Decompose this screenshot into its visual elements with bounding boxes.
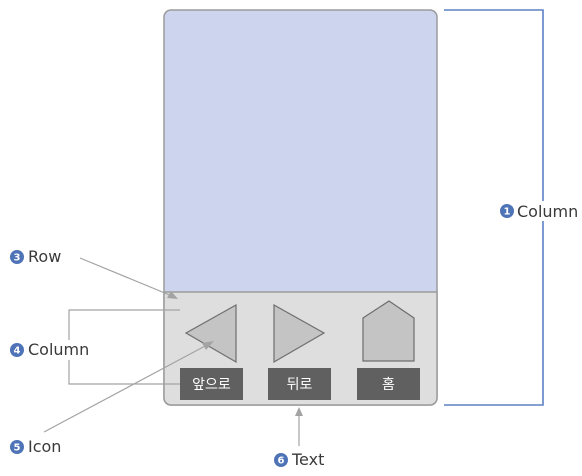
row-leader-line: [79, 257, 173, 297]
nav-icons: [184, 300, 415, 364]
triangle-left-icon[interactable]: [184, 303, 237, 364]
annotation-text: 6 Text: [274, 407, 324, 469]
annotation-column-inner: 4 Column: [8, 309, 180, 385]
annotation-4-label: Column: [28, 340, 89, 359]
badge-6-number: 6: [278, 456, 285, 467]
nav-label-buttons: 앞으로 뒤로 홈: [180, 368, 420, 400]
annotation-1-label-bg: [516, 201, 578, 221]
badge-6: [274, 453, 288, 467]
triangle-right-icon[interactable]: [273, 303, 326, 364]
annotation-row: 3 Row: [10, 247, 178, 299]
annotation-4-label-bg: [8, 340, 94, 360]
annotation-5-label: Icon: [28, 437, 61, 456]
home-text-button[interactable]: 홈: [357, 368, 420, 400]
forward-text-button[interactable]: 앞으로: [180, 368, 243, 400]
badge-1-number: 1: [504, 207, 511, 218]
back-text-button-bg: [268, 368, 331, 400]
text-arrow-head: [295, 407, 303, 416]
forward-text-label: 앞으로: [192, 377, 231, 393]
back-text-label: 뒤로: [287, 377, 313, 393]
home-text-button-bg: [357, 368, 420, 400]
icon-arrow-head: [202, 341, 214, 350]
badge-1: [500, 204, 514, 218]
annotation-6-label: Text: [291, 450, 324, 469]
badge-4-number: 4: [14, 346, 21, 357]
house-icon[interactable]: [362, 300, 415, 362]
badge-3-number: 3: [14, 253, 21, 264]
annotation-column-outer: 1 Column: [444, 9, 578, 406]
icon-leader-line: [43, 344, 208, 433]
back-text-button[interactable]: 뒤로: [268, 368, 331, 400]
annotation-icon: 5 Icon: [10, 341, 214, 456]
badge-5-number: 5: [14, 443, 21, 454]
forward-text-button-bg: [180, 368, 243, 400]
row-arrow-head: [167, 291, 178, 299]
badge-3: [10, 250, 24, 264]
annotation-1-label: Column: [517, 202, 578, 221]
home-text-label: 홈: [382, 377, 395, 393]
badge-5: [10, 440, 24, 454]
annotation-3-label: Row: [28, 247, 61, 266]
badge-4: [10, 343, 24, 357]
